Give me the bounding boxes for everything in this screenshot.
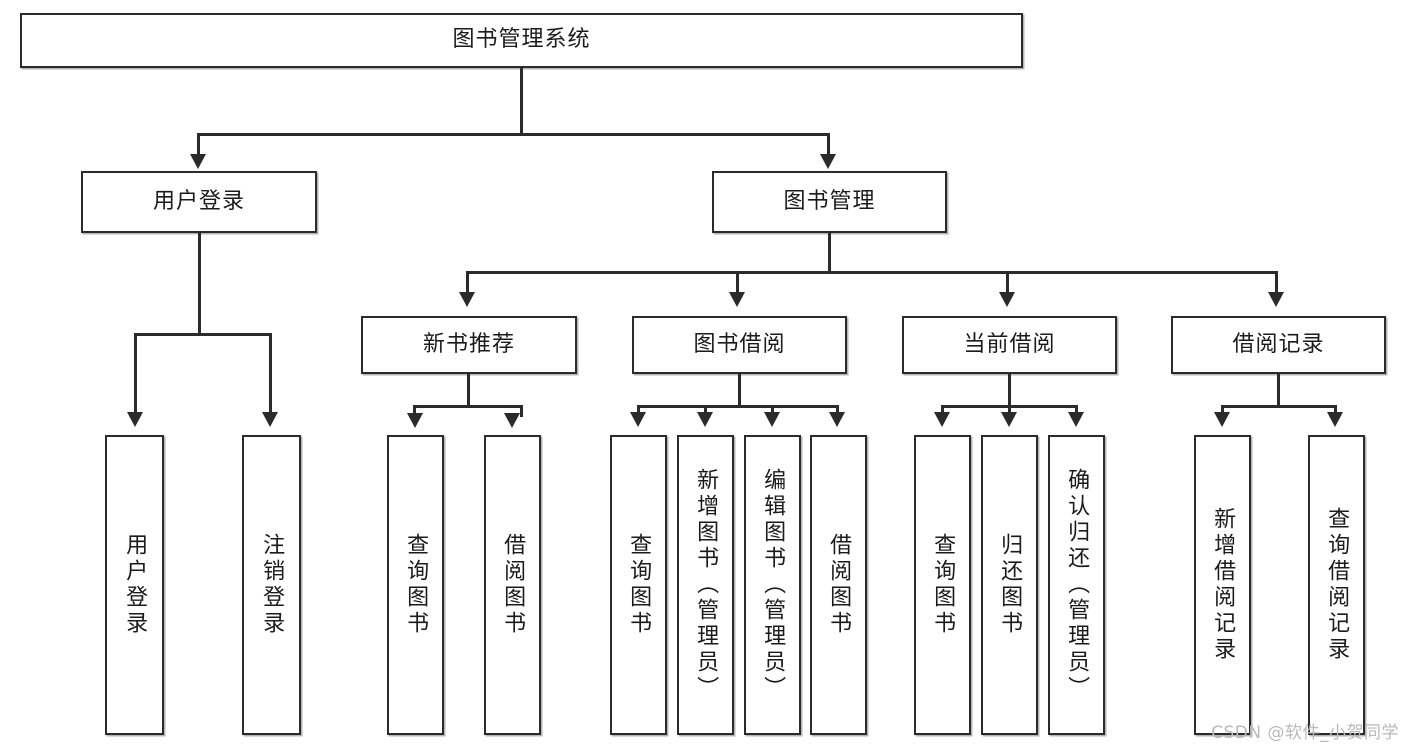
connector-new-book-stem <box>467 374 470 407</box>
node-label: 查询图书 <box>626 533 652 637</box>
arrow-to-new-book <box>459 292 475 307</box>
node-label: 图书管理系统 <box>452 27 591 53</box>
leaf-query-borrow-record[interactable]: 查询借阅记录 <box>1308 435 1365 735</box>
connector-book-borrow-drop-4 <box>836 405 839 417</box>
arrow-current-borrow-leaf-3 <box>1068 412 1084 427</box>
node-label: 新增借阅记录 <box>1210 507 1236 663</box>
node-label: 注销登录 <box>259 533 285 637</box>
arrow-borrow-record-leaf-2 <box>1327 412 1343 427</box>
leaf-logout[interactable]: 注销登录 <box>242 435 301 735</box>
connector-current-borrow-stem <box>1008 374 1011 407</box>
node-user-login[interactable]: 用户登录 <box>81 171 317 233</box>
node-label: 借阅记录 <box>1232 331 1325 357</box>
leaf-query-book-newbook[interactable]: 查询图书 <box>387 435 444 735</box>
node-label: 归还图书 <box>997 533 1023 637</box>
connector-new-book-drop-1 <box>413 405 416 417</box>
connector-book-borrow-stem <box>738 374 741 407</box>
connector-root-stem <box>520 68 523 135</box>
arrow-to-borrow-book <box>729 292 745 307</box>
arrow-user-login-leaf-2 <box>262 412 278 427</box>
arrow-borrow-record-leaf-1 <box>1214 412 1230 427</box>
node-current-borrow[interactable]: 当前借阅 <box>902 316 1117 374</box>
arrow-book-borrow-leaf-3 <box>764 412 780 427</box>
arrow-to-borrow-record <box>1268 292 1284 307</box>
node-label: 查询图书 <box>930 533 956 637</box>
leaf-edit-book-admin[interactable]: 编辑图书（管理员） <box>744 435 801 735</box>
connector-root-bar <box>197 133 830 136</box>
node-label: 查询图书 <box>403 533 429 637</box>
connector-to-book-manage <box>827 133 830 158</box>
leaf-add-book-admin[interactable]: 新增图书（管理员） <box>677 435 734 735</box>
node-label: 借阅图书 <box>500 533 526 637</box>
arrow-current-borrow-leaf-2 <box>1001 412 1017 427</box>
arrow-to-user-login <box>190 154 206 169</box>
connector-borrow-record-drop-1 <box>1221 405 1224 417</box>
node-label: 确认归还（管理员） <box>1064 468 1090 702</box>
node-label: 图书管理 <box>783 188 876 214</box>
connector-current-borrow-drop-2 <box>1008 405 1011 417</box>
leaf-return-book[interactable]: 归还图书 <box>981 435 1038 735</box>
connector-book-borrow-drop-2 <box>704 405 707 417</box>
connector-current-borrow-drop-1 <box>941 405 944 417</box>
connector-book-borrow-drop-3 <box>771 405 774 417</box>
arrow-new-book-leaf-2 <box>504 413 520 428</box>
connector-current-borrow-drop-3 <box>1075 405 1078 417</box>
node-book-manage[interactable]: 图书管理 <box>712 171 947 233</box>
leaf-add-borrow-record[interactable]: 新增借阅记录 <box>1194 435 1251 735</box>
connector-to-borrow-record <box>1275 271 1278 296</box>
node-label: 编辑图书（管理员） <box>760 468 786 702</box>
arrow-new-book-leaf-1 <box>407 413 423 428</box>
arrow-current-borrow-leaf-1 <box>934 412 950 427</box>
node-label: 当前借阅 <box>963 331 1056 357</box>
connector-to-borrow-book <box>736 271 739 296</box>
leaf-borrow-book-newbook[interactable]: 借阅图书 <box>484 435 541 735</box>
connector-user-login-drop-2 <box>269 333 272 416</box>
leaf-query-book-current[interactable]: 查询图书 <box>914 435 971 735</box>
node-label: 用户登录 <box>152 188 245 214</box>
connector-user-login-bar <box>134 333 272 336</box>
connector-to-user-login <box>197 133 200 158</box>
node-new-book-recommend[interactable]: 新书推荐 <box>361 316 577 374</box>
leaf-query-book-borrow[interactable]: 查询图书 <box>610 435 667 735</box>
node-label: 用户登录 <box>122 533 148 637</box>
connector-book-borrow-drop-1 <box>637 405 640 417</box>
arrow-to-book-manage <box>820 154 836 169</box>
connector-to-new-book <box>466 271 469 296</box>
arrow-to-current-borrow <box>999 292 1015 307</box>
connector-new-book-drop-2 <box>520 405 523 417</box>
connector-book-manage-stem <box>828 233 831 273</box>
node-label: 新增图书（管理员） <box>693 468 719 702</box>
leaf-confirm-return-admin[interactable]: 确认归还（管理员） <box>1048 435 1105 735</box>
leaf-borrow-book[interactable]: 借阅图书 <box>810 435 867 735</box>
arrow-book-borrow-leaf-4 <box>829 412 845 427</box>
arrow-book-borrow-leaf-1 <box>630 412 646 427</box>
connector-borrow-record-drop-2 <box>1334 405 1337 417</box>
node-label: 借阅图书 <box>826 533 852 637</box>
connector-book-borrow-bar <box>637 405 839 408</box>
node-label: 新书推荐 <box>422 331 515 357</box>
node-label: 图书借阅 <box>693 331 786 357</box>
node-book-borrow[interactable]: 图书借阅 <box>632 316 847 374</box>
connector-user-login-drop-1 <box>134 333 137 416</box>
arrow-book-borrow-leaf-2 <box>697 412 713 427</box>
connector-book-manage-bar <box>466 271 1278 274</box>
connector-to-current-borrow <box>1006 271 1009 296</box>
connector-user-login-stem <box>198 233 201 335</box>
connector-borrow-record-bar <box>1221 405 1337 408</box>
leaf-user-login[interactable]: 用户登录 <box>105 435 164 735</box>
connector-borrow-record-stem <box>1277 374 1280 407</box>
arrow-user-login-leaf-1 <box>127 412 143 427</box>
connector-new-book-bar <box>413 405 523 408</box>
node-root-system[interactable]: 图书管理系统 <box>20 13 1023 68</box>
node-label: 查询借阅记录 <box>1324 507 1350 663</box>
node-borrow-record[interactable]: 借阅记录 <box>1171 316 1386 374</box>
